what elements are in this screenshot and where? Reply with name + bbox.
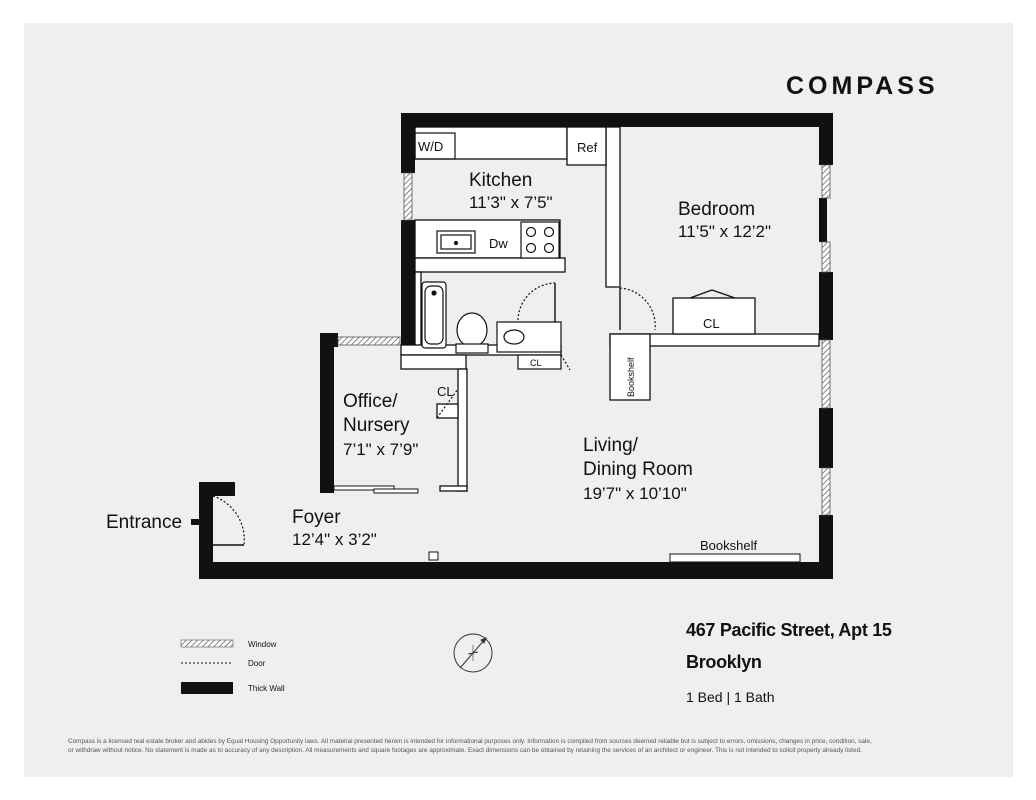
- office-name-line1: Office/: [343, 391, 398, 412]
- office-sliding-door: [333, 485, 419, 494]
- address-line1: 467 Pacific Street, Apt 15: [686, 620, 892, 640]
- legend-window-swatch: [180, 639, 234, 648]
- living-name-line1: Living/: [583, 435, 639, 456]
- foyer-name: Foyer: [292, 507, 341, 528]
- thick-walls: [199, 113, 833, 579]
- wd-label: W/D: [418, 139, 443, 154]
- office-closet-label: CL: [437, 384, 454, 399]
- bookshelf-bottom-label: Bookshelf: [700, 538, 757, 553]
- address-line2: Brooklyn: [686, 652, 762, 672]
- entrance-arrow-icon: [191, 514, 208, 530]
- disclaimer-line1: Compass is a licensed real estate broker…: [68, 738, 872, 745]
- legend-wall-swatch: [181, 682, 233, 694]
- bedroom-name: Bedroom: [678, 199, 755, 220]
- disclaimer-line2: or withdraw without notice. No statement…: [68, 747, 862, 754]
- kitchen-dims: 11’3" x 7’5": [469, 193, 553, 212]
- listing-summary: 1 Bed | 1 Bath: [686, 689, 774, 705]
- bath-fixtures: [421, 281, 562, 370]
- legend-door-label: Door: [248, 659, 266, 668]
- foyer-dims: 12’4" x 3’2": [292, 530, 377, 549]
- office-dims: 7’1" x 7’9": [343, 440, 418, 459]
- compass-logo: COMPASS: [786, 72, 939, 100]
- ref-label: Ref: [577, 140, 598, 155]
- kitchen-name: Kitchen: [469, 170, 532, 191]
- bedroom-dims: 11’5" x 12’2": [678, 222, 771, 241]
- windows: [337, 164, 831, 516]
- legend-wall-label: Thick Wall: [248, 684, 285, 693]
- kitchen-fixtures: [414, 132, 560, 259]
- dw-label: Dw: [489, 236, 508, 251]
- bookshelf-vertical-label: Bookshelf: [626, 357, 636, 397]
- living-name-line2: Dining Room: [583, 459, 693, 480]
- compass-rose-icon: [453, 633, 493, 673]
- bedroom-closet-label: CL: [703, 316, 720, 331]
- bookshelf-bottom-shape: [669, 553, 801, 563]
- door-leaves: [213, 283, 736, 546]
- door-swings: [212, 282, 656, 546]
- bath-closet-label: CL: [530, 358, 542, 368]
- wall-fixture: [428, 551, 439, 561]
- legend: Window Door Thick Wall: [180, 639, 285, 694]
- living-dims: 19’7" x 10’10": [583, 484, 687, 503]
- entrance-label: Entrance: [106, 512, 182, 533]
- office-name-line2: Nursery: [343, 415, 410, 436]
- legend-window-label: Window: [248, 640, 277, 649]
